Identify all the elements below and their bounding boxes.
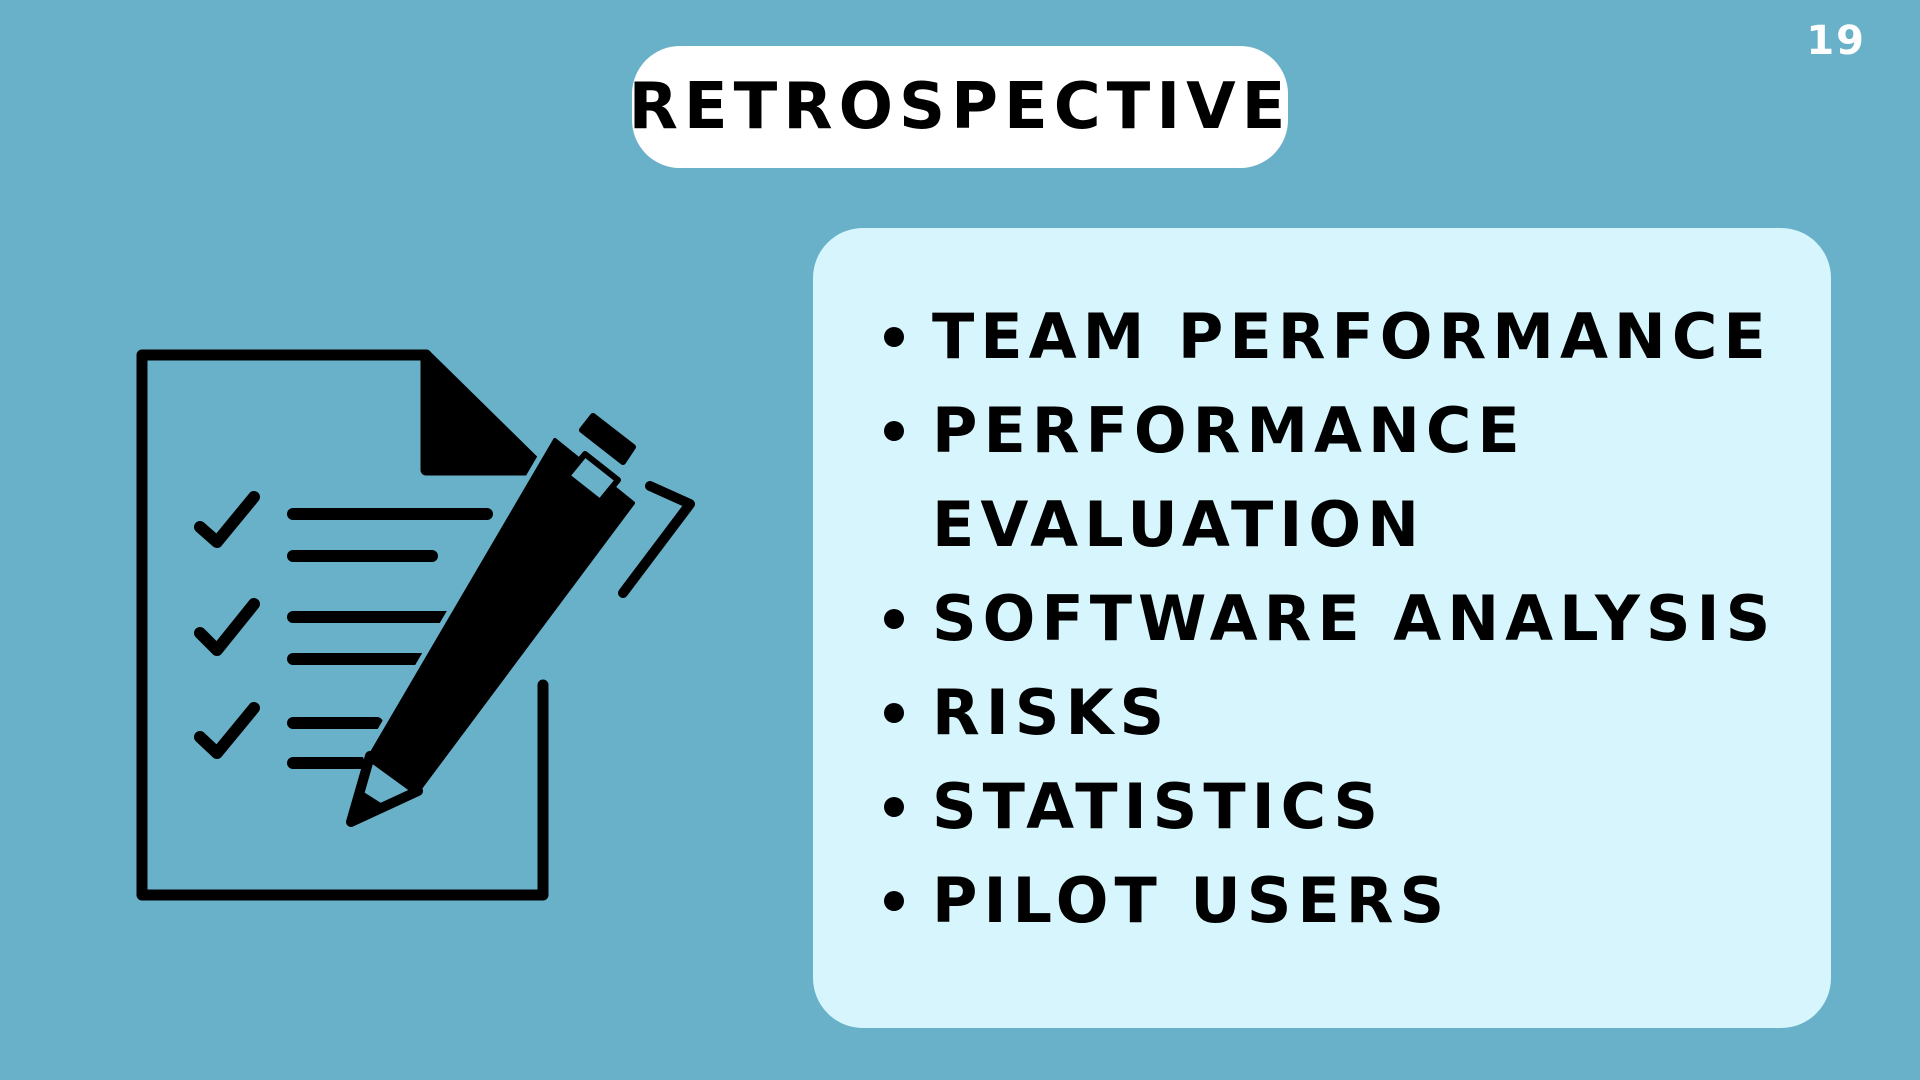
list-item-label: PERFORMANCE EVALUATION (932, 394, 1526, 561)
list-item: STATISTICS (880, 760, 1800, 854)
bullet-icon (884, 891, 904, 911)
checklist-with-pen-icon (130, 340, 700, 920)
check-icon (194, 702, 260, 759)
slide-title: RETROSPECTIVE (628, 70, 1292, 144)
list-item-label: PILOT USERS (932, 864, 1451, 937)
list-item: RISKS (880, 666, 1800, 760)
agenda-list: TEAM PERFORMANCE PERFORMANCE EVALUATION … (880, 290, 1800, 948)
check-icon (194, 598, 260, 656)
agenda-card (813, 228, 1831, 1028)
page-number: 19 (1806, 18, 1866, 64)
title-pill: RETROSPECTIVE (629, 46, 1288, 168)
list-item: SOFTWARE ANALYSIS (880, 572, 1800, 666)
check-icon (194, 491, 260, 548)
list-item-label: RISKS (932, 676, 1171, 749)
bullet-icon (884, 327, 904, 347)
bullet-icon (884, 609, 904, 629)
list-item: PERFORMANCE EVALUATION (880, 384, 1800, 572)
list-item: PILOT USERS (880, 854, 1800, 948)
list-item-label: TEAM PERFORMANCE (932, 300, 1772, 373)
list-item-label: SOFTWARE ANALYSIS (932, 582, 1777, 655)
document-folded-corner (420, 349, 549, 496)
bullet-icon (884, 703, 904, 723)
bullet-icon (884, 421, 904, 441)
list-item-label: STATISTICS (932, 770, 1384, 843)
document-outline (136, 349, 549, 901)
pen-icon (346, 413, 695, 827)
bullet-icon (884, 797, 904, 817)
list-item: TEAM PERFORMANCE (880, 290, 1800, 384)
